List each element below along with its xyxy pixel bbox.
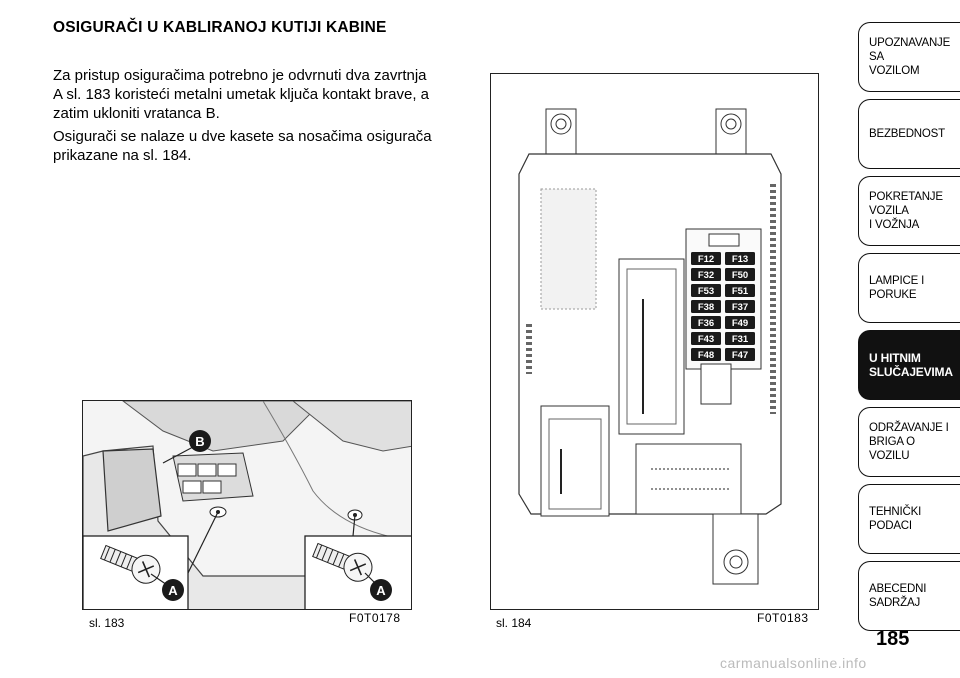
fuse-label-f31: F31 [732,334,749,345]
tab-odrzavanje[interactable]: ODRŽAVANJE I BRIGA O VOZILU [858,407,960,477]
fuse-f38 [691,300,721,313]
callout-a-left: A [162,579,184,601]
callout-a-right: A [370,579,392,601]
fuse-f32 [691,268,721,281]
paragraph-location: Osigurači se nalaze u dve kasete sa nosa… [53,128,432,164]
figure-184-code: F0T0183 [757,611,809,625]
fuse-f36 [691,316,721,329]
figure-183-caption: sl. 183 [89,616,125,630]
fuse-label-f51: F51 [732,286,749,297]
tab-lampice[interactable]: LAMPICE I PORUKE [858,253,960,323]
fuse-f51 [725,284,755,297]
fuse-label-f38: F38 [698,302,714,313]
tab-pokretanje[interactable]: POKRETANJE VOZILA I VOŽNJA [858,176,960,246]
svg-text:B: B [195,434,204,449]
svg-text:A: A [168,583,178,598]
fuse-f12 [691,252,721,265]
fuse-f31 [725,332,755,345]
fuse-label-f53: F53 [698,286,714,297]
figure-184-caption: sl. 184 [496,616,532,630]
fuse-label-f49: F49 [732,318,748,329]
figure-183-code: F0T0178 [349,611,401,625]
watermark: carmanualsonline.info [720,655,867,671]
paragraph-access: Za pristup osiguračima potrebno je odvrn… [53,67,430,122]
svg-text:A: A [376,583,386,598]
fuse-f49 [725,316,755,329]
figure-183-dashboard-panel: B A A [82,400,412,610]
section-heading: OSIGURAČI U KABLIRANOJ KUTIJI KABINE [53,19,387,36]
fuse-label-f37: F37 [732,302,748,313]
fuse-label-f48: F48 [698,350,714,361]
fuse-label-f13: F13 [732,254,748,265]
callout-b: B [189,430,211,452]
fuse-label-f32: F32 [698,270,714,281]
fuse-label-f12: F12 [698,254,714,265]
fuse-label-f50: F50 [732,270,748,281]
page-number: 185 [876,628,910,650]
fuse-f48 [691,348,721,361]
tab-upoznavanje[interactable]: UPOZNAVANJE SA VOZILOM [858,22,960,92]
fuse-f37 [725,300,755,313]
fuse-f53 [691,284,721,297]
fuse-f43 [691,332,721,345]
tab-bezbednost[interactable]: BEZBEDNOST [858,99,960,169]
tab-hitni-slucajevi[interactable]: U HITNIM SLUČAJEVIMA [858,330,960,400]
tab-tehnicki-podaci[interactable]: TEHNIČKI PODACI [858,484,960,554]
fuse-f50 [725,268,755,281]
fuse-label-f36: F36 [698,318,714,329]
fuse-f13 [725,252,755,265]
fuse-label-f43: F43 [698,334,714,345]
fuse-label-f47: F47 [732,350,748,361]
tab-abecedni-sadrzaj[interactable]: ABECEDNI SADRŽAJ [858,561,960,631]
fuse-f47 [725,348,755,361]
